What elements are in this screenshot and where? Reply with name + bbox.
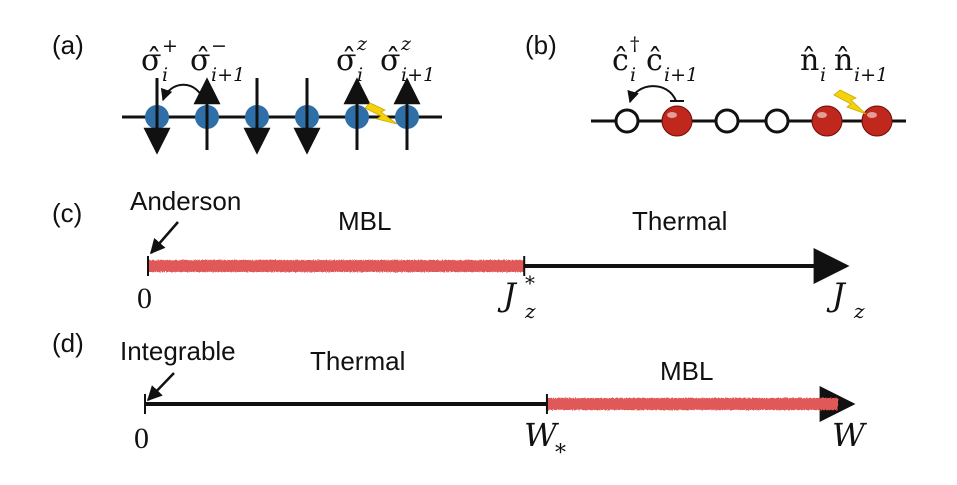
svg-text:z: z — [524, 299, 536, 323]
svg-text:z: z — [853, 299, 865, 323]
panel-c: (c) Anderson MBL Thermal 0 J * z J z — [52, 186, 865, 323]
sigma-z-symbol: σ̂ — [336, 43, 356, 78]
occupied-site — [811, 105, 843, 137]
c-subscript: i+1 — [664, 64, 698, 86]
c-dagger-symbol: ĉ — [612, 43, 629, 78]
svg-text:W: W — [524, 416, 560, 454]
panel-a-label: (a) — [52, 30, 84, 60]
empty-site — [714, 108, 740, 134]
w-critical-label: W * — [524, 416, 566, 466]
svg-text:W: W — [832, 416, 868, 454]
interaction-bolt-icon — [364, 102, 398, 125]
panel-c-label: (c) — [52, 198, 82, 228]
occupied-site — [661, 105, 693, 137]
hop-arrow-icon — [160, 83, 206, 105]
c-symbol: ĉ — [646, 43, 663, 78]
sigma-z-superscript-2: z — [400, 33, 412, 55]
panel-a-interaction-term: σ̂ z i σ̂ z i+1 — [336, 33, 435, 86]
sigma-subscript-2: i+1 — [211, 64, 245, 86]
thermal-region-label-d: Thermal — [310, 346, 405, 376]
n-symbol-2: n̂ — [834, 43, 853, 78]
empty-site — [614, 108, 640, 134]
sigma-symbol: σ̂ — [141, 43, 161, 78]
integrable-pointer-arrow-icon — [146, 372, 175, 402]
origin-label-d: 0 — [134, 422, 149, 455]
thermal-region-label: Thermal — [632, 206, 727, 236]
sigma-z-subscript: i — [357, 64, 363, 86]
spin-sites — [143, 77, 421, 155]
svg-text:*: * — [555, 441, 566, 466]
n-symbol: n̂ — [800, 43, 819, 78]
panel-b-label: (b) — [525, 30, 557, 60]
anderson-pointer-arrow-icon — [150, 221, 179, 255]
sigma-z-symbol-2: σ̂ — [380, 43, 400, 78]
integrable-annotation: Integrable — [120, 336, 236, 366]
svg-text:J: J — [826, 276, 847, 314]
interaction-bolt-icon-b — [833, 89, 867, 115]
c-dagger-subscript: i — [630, 64, 636, 86]
empty-site — [764, 108, 790, 134]
jz-critical-label: J * z — [497, 271, 536, 323]
n-subscript-2: i+1 — [854, 64, 888, 86]
mbl-band — [148, 260, 525, 272]
origin-label: 0 — [137, 282, 152, 315]
panel-a: (a) σ̂ + i σ̂ − i+1 σ̂ z i σ̂ z i+1 — [52, 30, 442, 155]
panel-d-label: (d) — [52, 328, 84, 358]
w-axis-label: W — [832, 416, 868, 454]
mbl-region-label: MBL — [338, 206, 391, 236]
sigma-superscript: + — [162, 35, 178, 57]
svg-text:J: J — [497, 276, 518, 314]
panel-b-interaction-term: n̂ i n̂ i+1 — [800, 43, 888, 86]
particle-highlight — [667, 112, 677, 118]
panel-a-hopping-term: σ̂ + i σ̂ − i+1 — [141, 35, 245, 86]
sigma-subscript: i — [162, 64, 168, 86]
particle-highlight — [867, 112, 877, 118]
c-dagger-superscript: † — [630, 33, 640, 55]
sigma-symbol-2: σ̂ — [190, 43, 210, 78]
particle-highlight — [817, 112, 827, 118]
hop-arrow-icon-b — [627, 85, 677, 104]
jz-axis-label: J z — [826, 276, 865, 323]
panel-d: (d) Integrable Thermal MBL 0 W * W — [52, 328, 868, 466]
svg-text:*: * — [525, 271, 535, 295]
panel-b-hopping-term: ĉ † i ĉ i+1 — [612, 33, 698, 86]
panel-b: (b) ĉ † i ĉ i+1 n̂ i n̂ i+1 — [525, 30, 906, 137]
anderson-annotation: Anderson — [130, 186, 241, 216]
sigma-superscript-2: − — [211, 35, 227, 57]
n-subscript: i — [820, 64, 826, 86]
occupied-site — [861, 105, 893, 137]
sigma-z-superscript: z — [356, 33, 368, 55]
mbl-region-label-d: MBL — [660, 356, 713, 386]
fermion-sites — [614, 105, 893, 137]
mbl-band-d — [546, 398, 838, 410]
